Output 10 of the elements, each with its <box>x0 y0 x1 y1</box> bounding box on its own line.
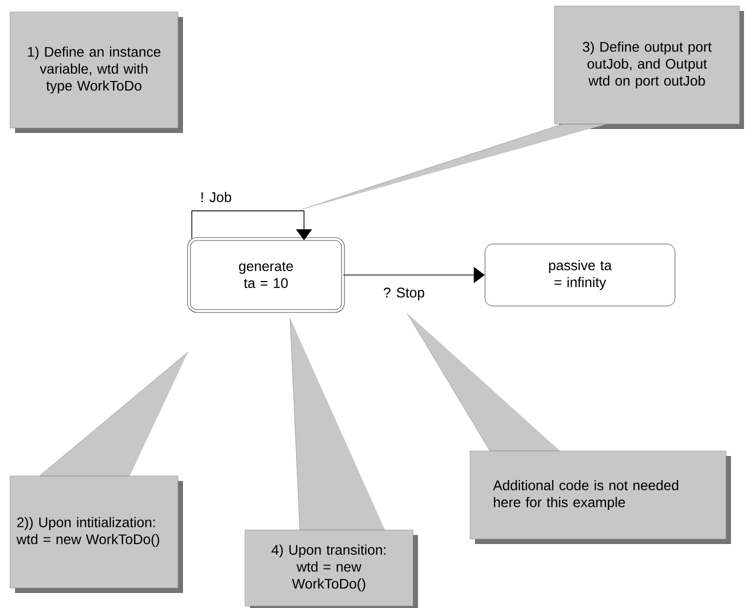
callout-box: 3) Define output port outJob, and Output wtd on port outJob <box>300 6 744 210</box>
callout-box: Additional code is not needed here for this example <box>406 312 731 544</box>
callout-box: 2)) Upon intitialization: wtd = new WorkToDo() <box>10 352 188 593</box>
state-box: generate ta = 10 <box>187 237 345 313</box>
callout-box: 1) Define an instance variable, wtd with type WorkToDo <box>10 12 183 133</box>
self-loop-arrow <box>191 210 312 240</box>
state-box: passive ta = infinity <box>484 244 676 306</box>
edge-label: ? Stop <box>382 286 426 302</box>
callout-box: 4) Upon transition: wtd = new WorkToDo() <box>244 318 418 608</box>
edge-label: ! Job <box>199 190 233 204</box>
